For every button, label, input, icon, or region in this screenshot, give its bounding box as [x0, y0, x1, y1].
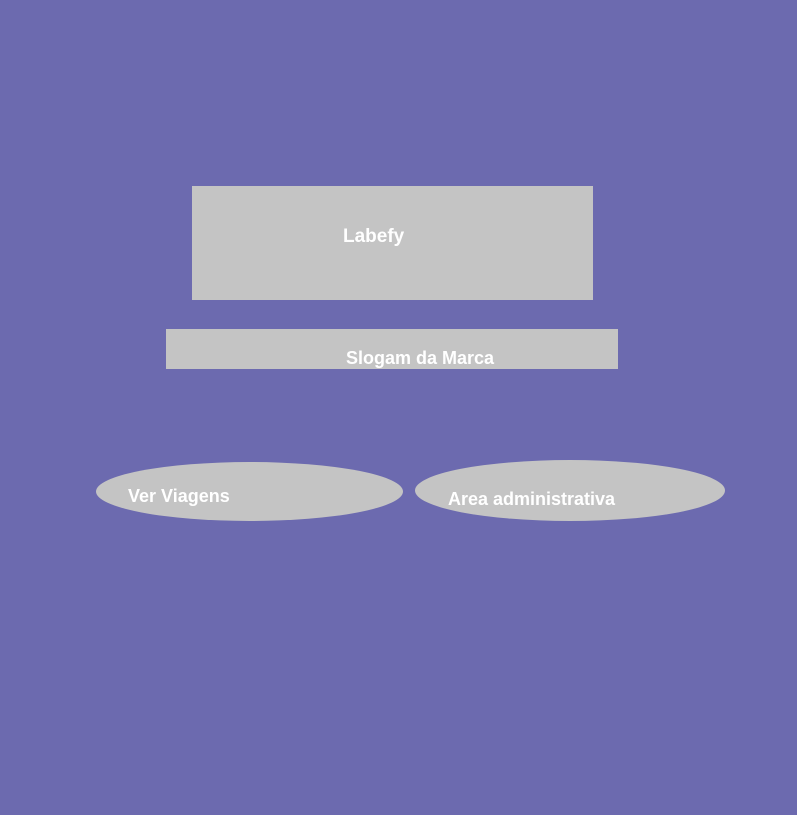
- admin-area-button[interactable]: Area administrativa: [415, 460, 725, 521]
- brand-slogan: Slogam da Marca: [346, 348, 495, 368]
- logo-box: Labefy: [192, 186, 593, 300]
- view-trips-label: Ver Viagens: [128, 486, 230, 506]
- view-trips-button[interactable]: Ver Viagens: [96, 462, 403, 521]
- brand-name: Labefy: [343, 226, 405, 247]
- slogan-box: Slogam da Marca: [166, 329, 618, 369]
- admin-area-label: Area administrativa: [448, 489, 616, 509]
